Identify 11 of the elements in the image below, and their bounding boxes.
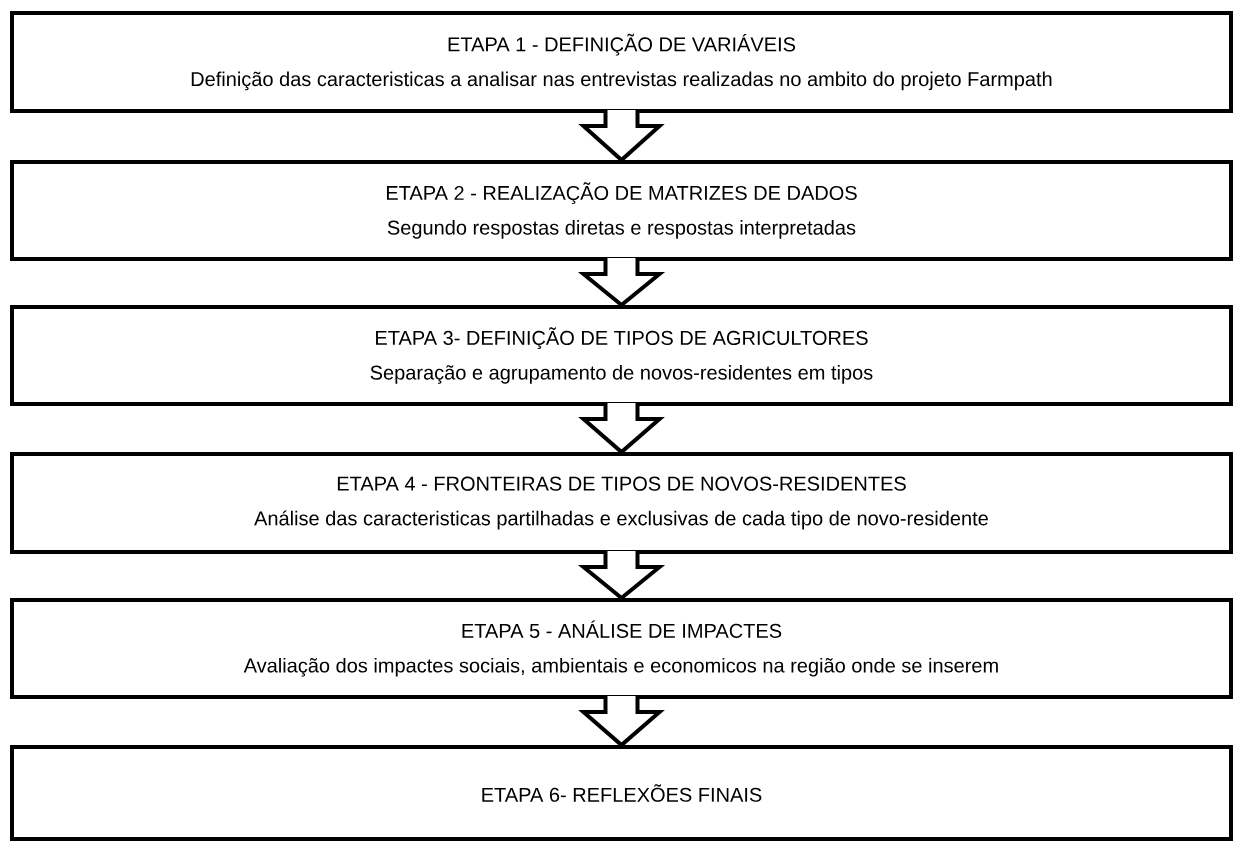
step-box: ETAPA 3- DEFINIÇÃO DE TIPOS DE AGRICULTORES Separação e agrupamento de novos-residentes em tipos [10,305,1233,406]
hollow-arrow [578,108,665,163]
step-box: ETAPA 1 - DEFINIÇÃO DE VARIÁVEIS Definição das caracteristicas a analisar nas entrevistas realizadas no ambito do projeto Farmpath [10,11,1233,113]
hollow-arrow [578,401,665,455]
step-box: ETAPA 5 - ANÁLISE DE IMPACTES Avaliação dos impactes sociais, ambientais e economicos na região onde se inserem [10,598,1233,699]
hollow-arrow [578,694,665,748]
step-box: ETAPA 4 - FRONTEIRAS DE TIPOS DE NOVOS-RESIDENTES Análise das caracteristicas partilhadas e exclusivas de cada tipo de novo-residente [10,452,1233,554]
hollow-arrow [577,549,666,601]
hollow-arrow [577,256,666,308]
step-box: ETAPA 2 - REALIZAÇÃO DE MATRIZES DE DADOS Segundo respostas diretas e respostas interpretadas [10,160,1233,261]
step-box: ETAPA 6- REFLEXÕES FINAIS [10,745,1233,841]
